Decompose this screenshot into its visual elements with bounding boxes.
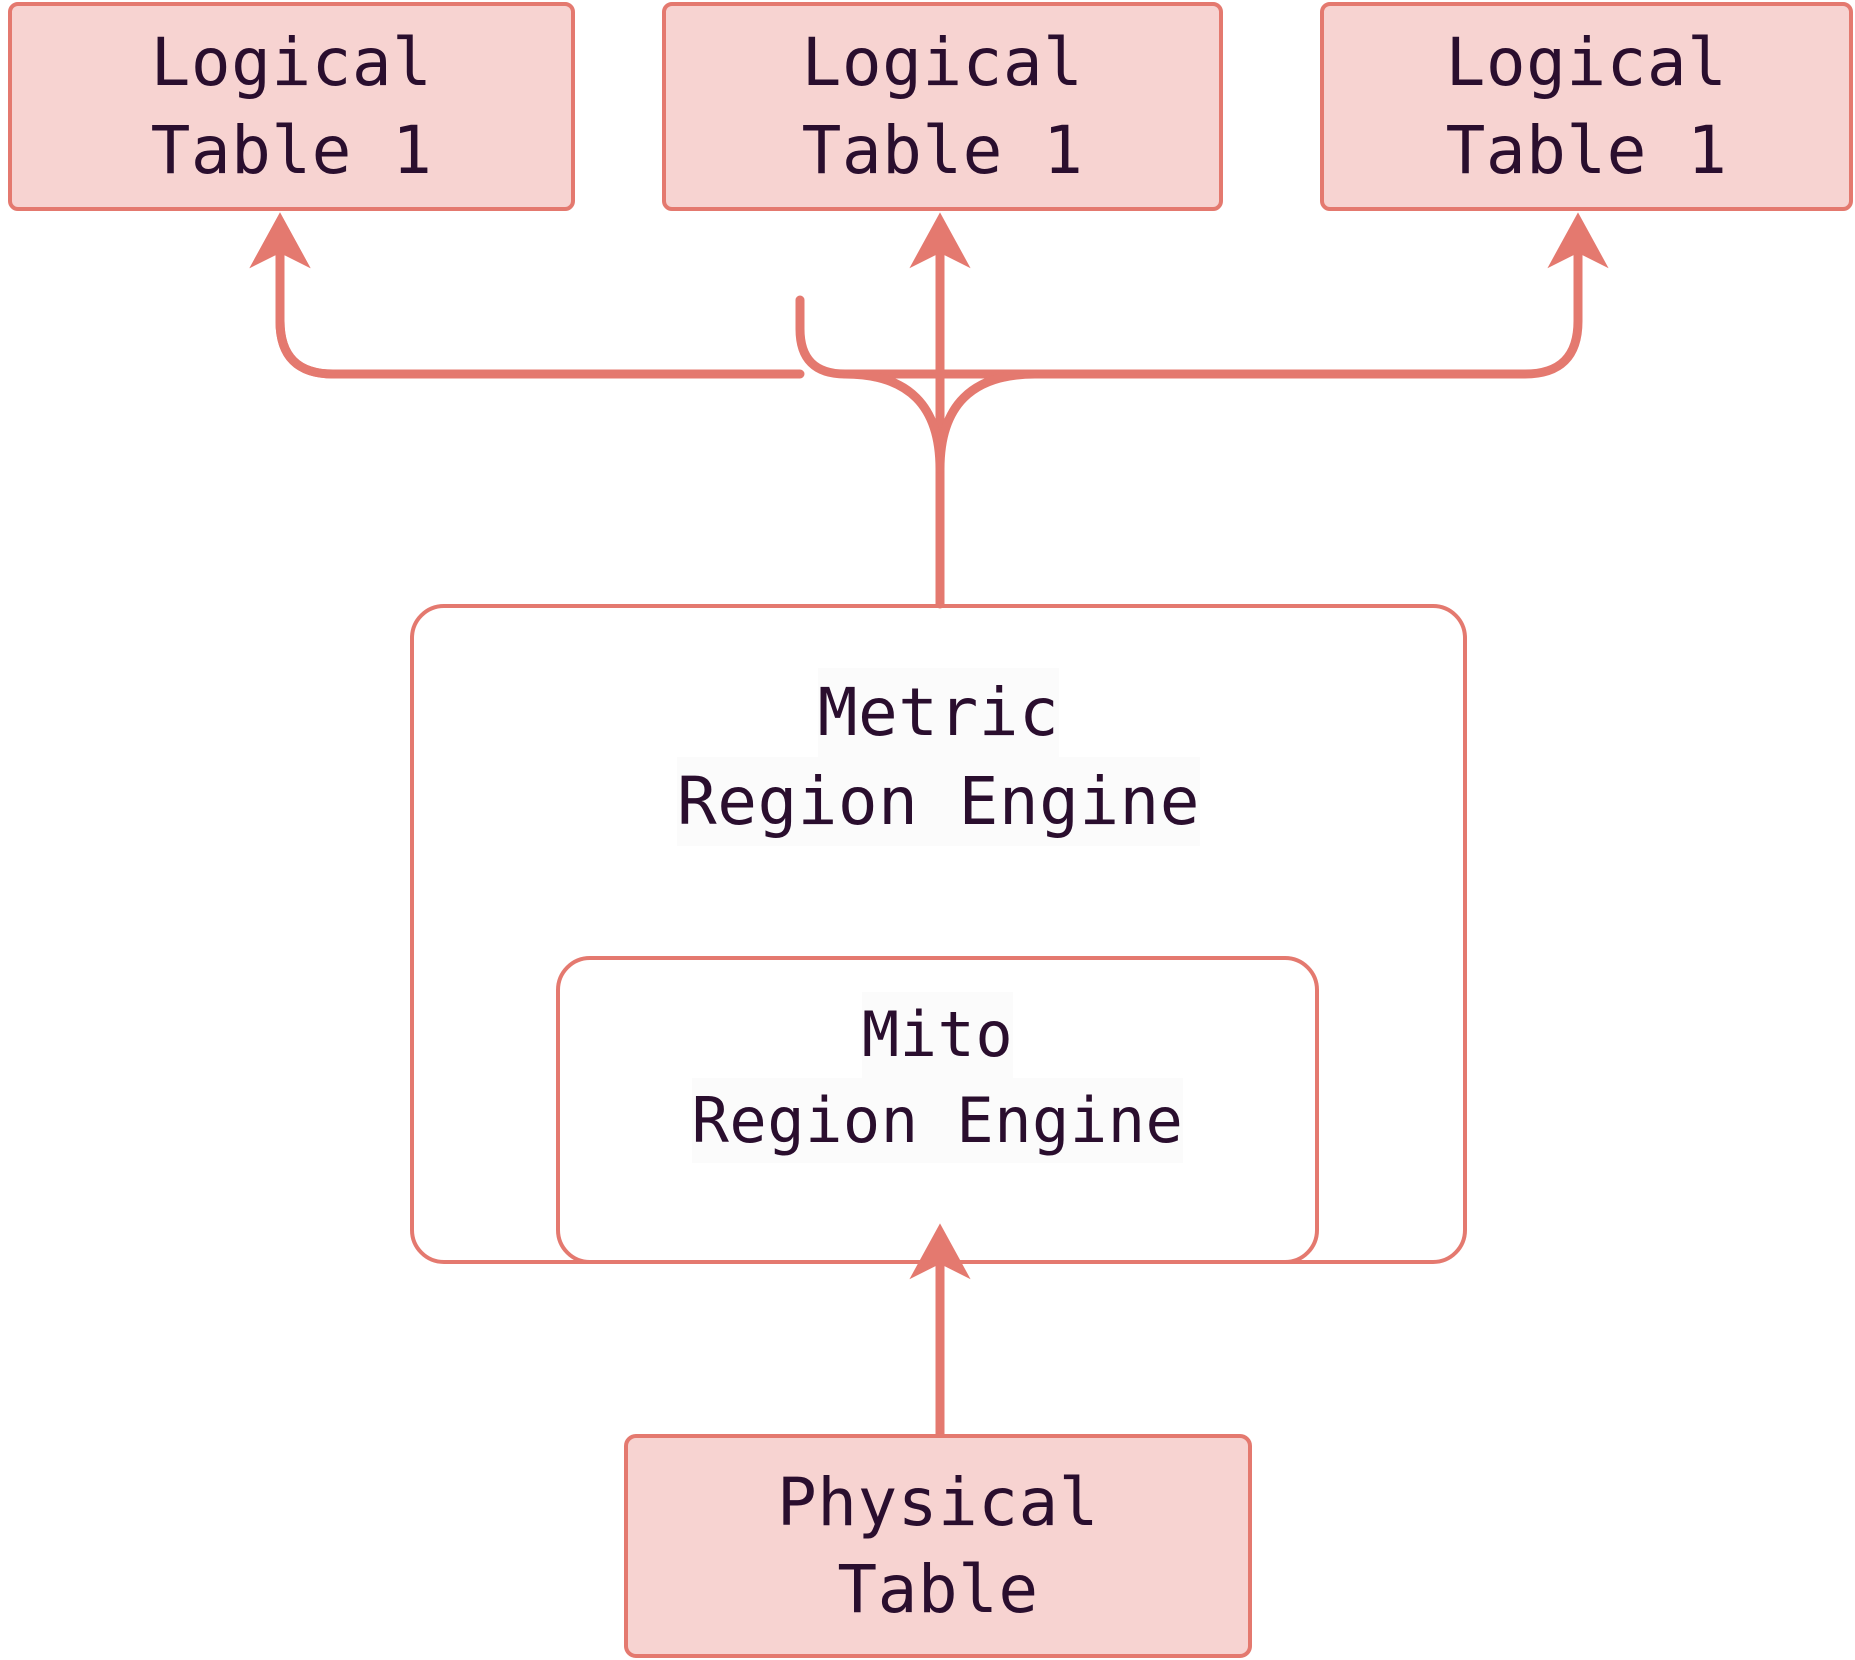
node-metric-region-engine-line2: Region Engine bbox=[676, 757, 1201, 847]
node-metric-region-engine-line1: Metric bbox=[817, 668, 1060, 758]
node-logical-table-1-line2: Table 1 bbox=[150, 111, 433, 189]
edge-metric-to-logical-table-1 bbox=[280, 243, 945, 379]
node-physical-table-line1: Physical bbox=[777, 1463, 1099, 1541]
node-mito-region-engine-line2: Region Engine bbox=[691, 1077, 1184, 1164]
edge-metric-to-logical-table-3 bbox=[935, 212, 1609, 379]
node-logical-table-1[interactable]: Logical Table 1 bbox=[8, 2, 575, 211]
node-metric-region-engine[interactable]: Metric Region Engine bbox=[410, 604, 1467, 1264]
node-logical-table-3-line1: Logical bbox=[1445, 24, 1728, 102]
node-physical-table[interactable]: Physical Table bbox=[624, 1434, 1252, 1658]
node-logical-table-2-line2: Table 1 bbox=[801, 111, 1084, 189]
edge-riser-to-logical-table-1 bbox=[249, 212, 338, 379]
node-mito-region-engine[interactable]: Mito Region Engine bbox=[556, 956, 1319, 1264]
node-logical-table-3[interactable]: Logical Table 1 bbox=[1320, 2, 1853, 211]
node-logical-table-3-line2: Table 1 bbox=[1445, 111, 1728, 189]
node-logical-table-1-line1: Logical bbox=[150, 24, 433, 102]
node-logical-table-2-line1: Logical bbox=[801, 24, 1084, 102]
node-mito-region-engine-line1: Mito bbox=[861, 992, 1014, 1078]
edge-junction-fillet-left bbox=[840, 369, 945, 474]
node-logical-table-2[interactable]: Logical Table 1 bbox=[662, 2, 1223, 211]
edge-junction-fillet-right bbox=[935, 369, 1040, 474]
node-physical-table-line2: Table bbox=[837, 1551, 1039, 1628]
